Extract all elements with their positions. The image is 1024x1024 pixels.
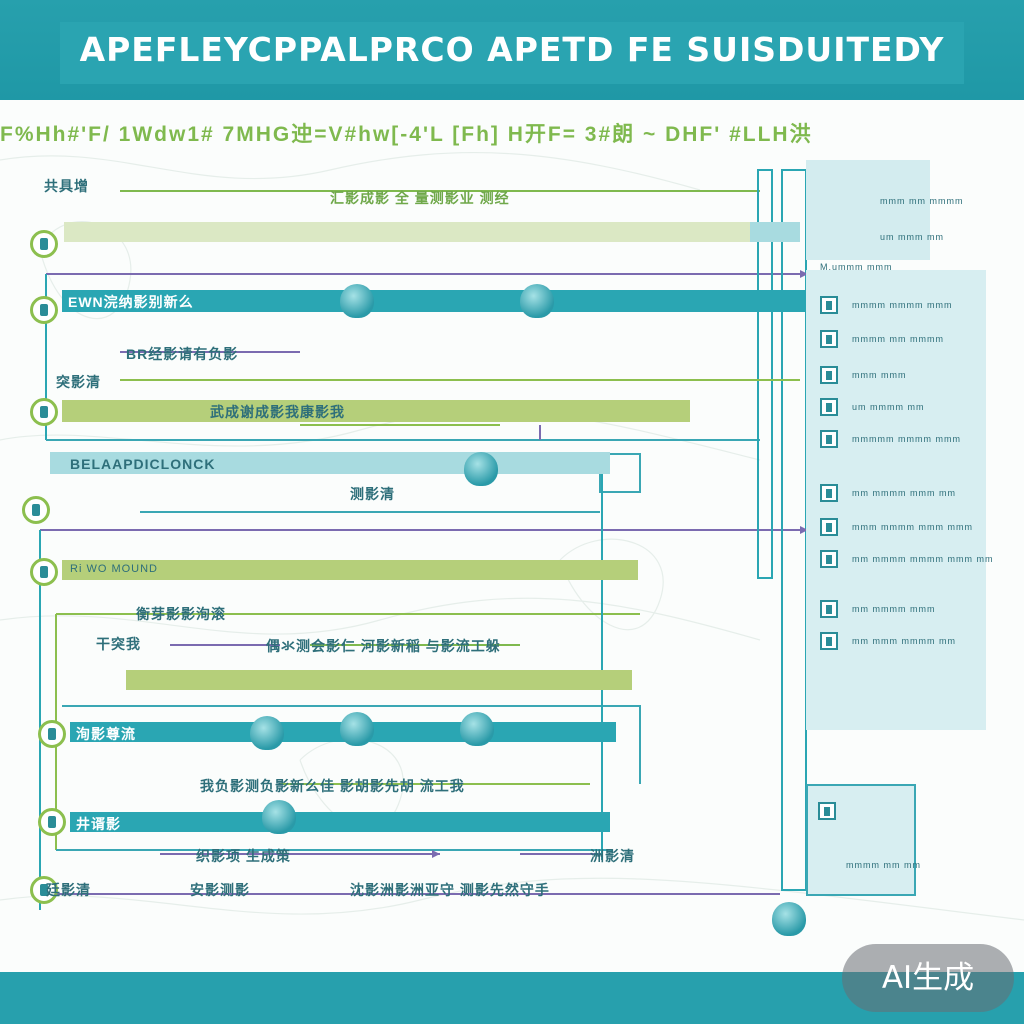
row-bar-6 — [126, 670, 632, 690]
tooth-icon — [250, 716, 284, 750]
row-label-5: BELAAPDICLONCK — [70, 456, 216, 472]
bottom-label-1: 我负影测负影新么佳 影胡影先胡 流工我 — [200, 778, 465, 794]
row-label-4: 突影清 — [56, 374, 101, 390]
row-bar-1 — [64, 222, 750, 242]
mid-label-1: 武成谢成影我康影我 — [210, 404, 345, 420]
row-bar-5 — [62, 560, 638, 580]
list-bullet-icon — [820, 398, 838, 416]
side-item: um mmm mm — [880, 232, 944, 242]
list-bullet-icon — [820, 550, 838, 568]
row-label-9: 干突我 — [96, 636, 141, 652]
list-bullet-icon — [820, 484, 838, 502]
ai-generated-badge: AI生成 — [842, 944, 1014, 1012]
side-panel-bottom — [806, 784, 916, 896]
row-label-8: 衡芽影影洵滚 — [136, 606, 226, 622]
row-bar-1b — [750, 222, 800, 242]
bottom-label-2: 安影测影 — [190, 882, 250, 898]
step-node-icon — [30, 398, 58, 426]
tooth-icon — [772, 902, 806, 936]
step-node-icon — [30, 558, 58, 586]
row-label-3: BR经影请有负影 — [126, 346, 239, 362]
side-item: mmmm mmmm mmm — [852, 300, 953, 310]
subtitle-text: F%Hh#'F/ 1Wdw1# 7MHG迚=V#hw[-4'L [Fh] H开F… — [0, 123, 813, 146]
row-bar-3 — [62, 400, 690, 422]
row-label-7: Ri WO MOUND — [70, 563, 158, 575]
row-label-2: EWN浣纳影别新么 — [68, 294, 194, 310]
row-label-6: 测影清 — [350, 486, 395, 502]
mid-label-3: 洵影尊流 — [76, 726, 136, 742]
list-bullet-icon — [820, 296, 838, 314]
side-item: mmm mmmm mmm mmm — [852, 522, 973, 532]
side-item: mm mmm mmmm mm — [852, 636, 956, 646]
list-bullet-icon — [820, 330, 838, 348]
side-item: mmm mm mmmm — [880, 196, 964, 206]
footer-label-2: 洲影清 — [590, 848, 635, 864]
step-node-icon — [38, 720, 66, 748]
title-band — [60, 22, 964, 84]
side-item: mmmmm mmmm mmm — [852, 434, 961, 444]
list-bullet-icon — [820, 518, 838, 536]
list-bullet-icon — [820, 430, 838, 448]
tooth-icon — [464, 452, 498, 486]
footer-label-1: 廷影清 — [46, 882, 91, 898]
side-item: mmmm mm mmmm — [852, 334, 944, 344]
side-item: um mmmm mm — [852, 402, 925, 412]
side-item: mmmm mm mm — [846, 860, 921, 870]
list-bullet-icon — [820, 600, 838, 618]
side-item: mmm mmm — [852, 370, 907, 380]
step-node-icon — [30, 296, 58, 324]
tooth-icon — [340, 712, 374, 746]
row-bar-2 — [62, 290, 806, 312]
mid-label-2: 偶氺测会影仁 河影新稲 与影流工躲 — [266, 638, 501, 654]
tooth-icon — [520, 284, 554, 318]
tooth-icon — [262, 800, 296, 834]
side-panel-top — [806, 160, 930, 260]
mid-label-4: 井谞影 — [76, 816, 121, 832]
step-node-icon — [38, 808, 66, 836]
end-node-icon — [30, 876, 58, 904]
side-item: M.ummm mmm — [820, 262, 893, 272]
side-item: mm mmmm mmmm mmm mm — [852, 554, 994, 564]
bottom-label-3: 沈影洲影洲亚守 测影先然守手 — [350, 882, 550, 898]
step-node-icon — [22, 496, 50, 524]
tooth-icon — [340, 284, 374, 318]
heading-1: 汇影成影 全 量测影业 测经 — [330, 190, 510, 206]
start-node-icon — [30, 230, 58, 258]
tooth-icon — [460, 712, 494, 746]
mid-label-5: 织影项 生成策 — [196, 848, 291, 864]
list-bullet-icon — [820, 632, 838, 650]
side-item: mm mmmm mmm mm — [852, 488, 956, 498]
list-bullet-icon — [818, 802, 836, 820]
row-bar-8 — [70, 812, 610, 832]
side-item: mm mmmm mmm — [852, 604, 936, 614]
list-bullet-icon — [820, 366, 838, 384]
page-title: APEFLEYCPPALPRCO APETD FE SUISDUITEDY — [79, 30, 945, 69]
top-label: 共具增 — [44, 178, 89, 194]
